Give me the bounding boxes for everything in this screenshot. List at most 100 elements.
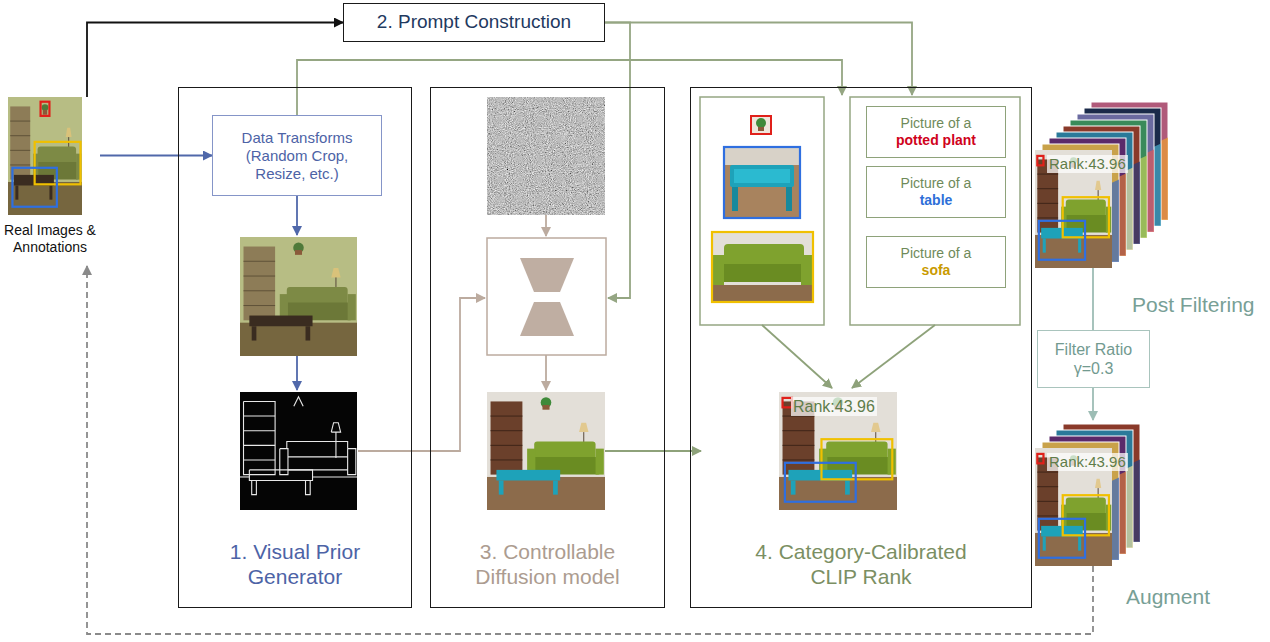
shelf-line — [783, 430, 815, 431]
connector — [358, 298, 485, 451]
shelf-line — [1037, 188, 1058, 189]
edge-stroke — [348, 449, 356, 475]
noise-image — [487, 97, 605, 215]
sofa-arm — [348, 294, 356, 320]
table — [730, 165, 794, 187]
edge-map — [240, 392, 357, 510]
shelf-line — [783, 459, 815, 460]
prompt-box: Picture of apotted plant — [866, 106, 1006, 158]
edge-stroke — [331, 423, 340, 432]
prompt-box: Picture of asofa — [866, 236, 1006, 288]
table-leg — [306, 326, 311, 340]
table-leg — [1078, 537, 1081, 551]
rank-score: Rank:43.96 — [1047, 155, 1128, 173]
floor — [240, 323, 357, 356]
prompt-box: Picture of atable — [866, 166, 1006, 218]
flow-arrow — [852, 325, 935, 388]
flow-line — [1092, 268, 1094, 330]
table — [496, 470, 560, 481]
shelf-line — [1037, 217, 1058, 218]
shelf-line — [1037, 174, 1058, 175]
floor — [1035, 533, 1112, 566]
node-text: 3. Controllable Diffusion model — [448, 539, 648, 589]
bounding-box — [724, 147, 800, 218]
bounding-box — [1039, 519, 1085, 558]
node-text: Data Transforms (Random Crop, Resize, et… — [235, 129, 360, 183]
edge-stroke — [306, 481, 311, 495]
plant — [756, 118, 766, 128]
feedback-arrow — [87, 266, 1093, 634]
lamp — [331, 268, 340, 278]
stage-panel: 3. Controllable Diffusion model — [430, 87, 665, 608]
edge-stroke — [244, 401, 276, 474]
edge-map-ground — [240, 392, 357, 510]
floor — [487, 477, 605, 510]
table-leg — [845, 481, 850, 495]
bounding-box — [12, 168, 56, 207]
category-name: sofa — [922, 262, 951, 279]
shelf-line — [244, 290, 276, 291]
flow-arrow — [296, 196, 298, 235]
bounding-box — [785, 463, 856, 502]
floor — [712, 285, 813, 302]
edge-stroke — [287, 442, 348, 449]
node-text: Real Images & Annotations — [0, 222, 100, 256]
table-leg — [732, 187, 738, 211]
unet-box — [487, 238, 606, 355]
shelf-line — [10, 135, 30, 136]
edge-stroke — [244, 459, 276, 460]
shelf-line — [10, 150, 30, 151]
edge-stroke — [288, 456, 348, 457]
sofa-crop — [712, 232, 813, 302]
lamp — [66, 128, 72, 137]
table-leg — [1043, 239, 1046, 253]
node-text: 4. Category-Calibrated CLIP Rank — [736, 539, 986, 589]
connector — [605, 23, 912, 96]
shelf — [244, 247, 276, 321]
shelf-line — [1037, 515, 1058, 516]
pot — [758, 127, 764, 131]
edge-stroke — [249, 470, 312, 481]
flow-arrow — [545, 215, 547, 236]
shelf-line — [491, 416, 523, 417]
table-leg — [791, 481, 796, 495]
rank-score: Rank:43.96 — [1047, 453, 1128, 471]
wall — [779, 392, 897, 510]
edge-stroke — [294, 397, 303, 406]
table-leg — [1043, 537, 1046, 551]
category-name: table — [920, 192, 953, 209]
table-leg — [15, 186, 18, 200]
shelf-line — [10, 121, 30, 122]
bounding-box — [821, 439, 892, 479]
shelf-line — [1037, 472, 1058, 473]
edge-stroke — [244, 445, 276, 446]
bounding-box — [1037, 156, 1043, 165]
room-image — [240, 237, 357, 356]
plant-crop — [751, 116, 771, 134]
image-node: Real Images & Annotations — [0, 97, 100, 258]
connector — [605, 23, 630, 299]
process-box: Data Transforms (Random Crop, Resize, et… — [212, 115, 382, 196]
shelf-line — [491, 459, 523, 460]
node-text: Picture of a — [901, 115, 972, 132]
table-leg — [49, 186, 52, 200]
step-label: Post Filtering — [1130, 292, 1257, 317]
lamp — [1095, 181, 1101, 190]
shelf-line — [244, 276, 276, 277]
table-top — [734, 169, 790, 183]
wall — [240, 237, 357, 356]
shelf-line — [10, 164, 30, 165]
room-image — [8, 97, 82, 215]
table-leg — [553, 481, 558, 495]
lamp — [1095, 479, 1101, 488]
pot — [295, 250, 302, 255]
flow-arrow — [296, 356, 298, 390]
bounding-box — [41, 102, 50, 116]
lamp — [871, 423, 880, 432]
shelf-line — [491, 445, 523, 446]
shelf-line — [1037, 501, 1058, 502]
edge-stroke — [280, 449, 288, 475]
